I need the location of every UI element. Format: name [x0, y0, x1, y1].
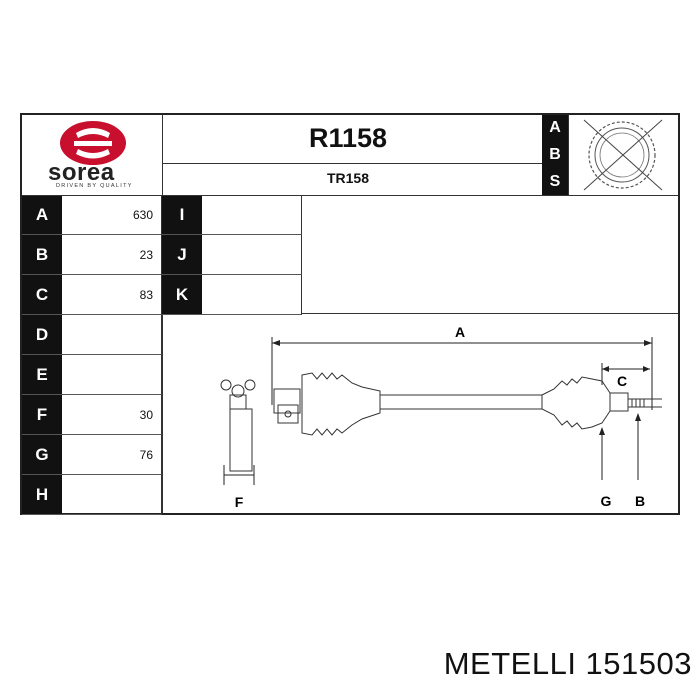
grid-divider	[162, 315, 163, 513]
grid-divider	[568, 115, 569, 195]
spec-label-d: D	[22, 315, 62, 355]
sorea-logo-icon	[60, 121, 126, 165]
abs-letter-s: S	[542, 168, 568, 195]
spec-value-i	[202, 195, 302, 235]
abs-letter-b: B	[542, 141, 568, 168]
spec-value-k	[202, 275, 302, 315]
spec-label-e: E	[22, 355, 62, 395]
brand-name: sorea	[48, 159, 115, 186]
dimension-label-c: C	[617, 373, 627, 389]
spec-value-c: 83	[62, 275, 162, 315]
logo-block: sorea DRIVEN BY QUALITY	[22, 115, 162, 195]
grid-divider	[162, 163, 542, 164]
spec-value-a: 630	[62, 195, 162, 235]
spec-label-k: K	[162, 275, 202, 315]
dimension-label-a: A	[455, 324, 465, 340]
abs-ring-crossed-icon	[583, 119, 663, 191]
spec-label-g: G	[22, 435, 62, 475]
abs-letter-a: A	[542, 115, 568, 141]
spec-value-j	[202, 235, 302, 275]
spec-label-b: B	[22, 235, 62, 275]
drive-shaft-drawing: A C G B	[220, 324, 662, 510]
brand-tagline: DRIVEN BY QUALITY	[56, 183, 133, 189]
spec-label-i: I	[162, 195, 202, 235]
dimension-label-f: F	[235, 494, 244, 510]
grid-divider	[22, 195, 678, 196]
dimension-label-b: B	[635, 493, 645, 509]
spec-sheet: sorea DRIVEN BY QUALITY R1158 TR158 A B …	[20, 113, 680, 515]
spec-value-e	[62, 355, 162, 395]
spec-label-j: J	[162, 235, 202, 275]
spec-label-c: C	[22, 275, 62, 315]
dimension-label-g: G	[601, 493, 612, 509]
spec-label-h: H	[22, 475, 62, 515]
grid-divider	[302, 313, 678, 314]
part-number: R1158	[308, 123, 388, 153]
footer-part-reference: METELLI 151503	[443, 646, 692, 681]
spec-label-f: F	[22, 395, 62, 435]
spec-value-h	[62, 475, 162, 515]
spec-value-d	[62, 315, 162, 355]
spec-label-a: A	[22, 195, 62, 235]
spec-value-g: 76	[62, 435, 162, 475]
reference-number: TR158	[326, 170, 370, 186]
spec-value-b: 23	[62, 235, 162, 275]
spec-value-f: 30	[62, 395, 162, 435]
grid-divider	[162, 115, 163, 195]
